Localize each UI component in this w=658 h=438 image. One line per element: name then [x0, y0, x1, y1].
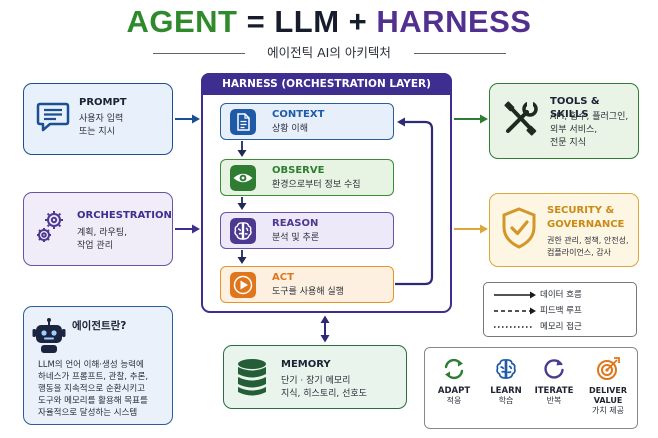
tools-card: TOOLS & SKILLS API, 함수, 플러그인, 외부 서비스, 전문…	[489, 83, 639, 159]
subtitle-rule-right	[414, 53, 506, 54]
legend-box: 데이터 흐름 피드백 루프 메모리 접근	[483, 282, 637, 337]
loop-adapt-label: ADAPT	[437, 386, 471, 396]
arrow-observe-to-reason	[237, 197, 247, 210]
tools-line-3: 전문 지식	[550, 138, 586, 148]
security-card: SECURITY & GOVERNANCE 권한 관리, 정책, 안전성, 컴플…	[489, 193, 639, 267]
arrow-harness-to-security	[454, 224, 488, 234]
step-observe-title: OBSERVE	[272, 165, 325, 176]
arrow-orchestration-to-harness	[175, 224, 200, 234]
robot-icon	[32, 318, 66, 353]
tools-line-1: API, 함수, 플러그인,	[550, 112, 629, 122]
agent-definition-line-5: 자율적으로 달성하는 시스템	[38, 408, 138, 418]
subtitle: 에이전틱 AI의 아키텍처	[267, 45, 391, 60]
loop-item-adapt: ADAPT 적응	[428, 356, 480, 406]
security-title-line-1: SECURITY &	[547, 205, 615, 216]
step-observe: OBSERVE 환경으로부터 정보 수집	[220, 159, 394, 196]
loop-item-iterate: ITERATE 반복	[528, 356, 580, 406]
security-title-line-2: GOVERNANCE	[547, 219, 625, 230]
prompt-title: PROMPT	[79, 97, 127, 108]
title-agent: AGENT	[126, 4, 238, 39]
tools-icon	[504, 101, 538, 136]
target-icon	[597, 357, 620, 380]
cycle-arrows-icon	[444, 358, 464, 380]
prompt-line-1: 사용자 입력	[79, 114, 124, 124]
iterate-arrows-icon	[544, 359, 564, 379]
legend-line-samples	[494, 291, 536, 328]
step-reason-sub: 분석 및 추론	[272, 233, 320, 243]
tools-title: TOOLS & SKILLS	[550, 96, 600, 120]
security-line-1: 권한 관리, 정책, 안전성,	[547, 236, 629, 245]
step-context: CONTEXT 상황 이해	[220, 103, 394, 140]
eye-icon	[230, 165, 256, 191]
agent-definition-line-4: 도구와 메모리를 활용해 목표를	[38, 396, 148, 406]
agent-definition-line-2: 하네스가 프롬프트, 관찰, 추론,	[38, 372, 149, 382]
memory-line-2: 지식, 히스토리, 선호도	[281, 389, 367, 399]
database-icon	[238, 359, 266, 396]
loop-deliver-value-sub: 가치 제공	[592, 406, 624, 415]
memory-line-1: 단기 · 장기 메모리	[281, 376, 351, 386]
loop-learn-sub: 학습	[498, 396, 514, 405]
orchestration-title: ORCHESTRATION	[77, 210, 172, 221]
memory-title: MEMORY	[281, 359, 331, 370]
document-icon	[230, 109, 256, 135]
title-plus: +	[348, 4, 368, 39]
loop-item-learn: LEARN 학습	[480, 356, 532, 406]
loop-learn-label: LEARN	[490, 386, 522, 396]
agent-definition-line-3: 행동을 지속적으로 순환시키고	[38, 384, 146, 394]
agent-definition-title: 에이전트란?	[72, 320, 127, 332]
step-context-title: CONTEXT	[272, 109, 325, 120]
agent-definition-line-1: LLM의 언어 이해·생성 능력에	[38, 360, 144, 370]
arrow-harness-memory	[320, 315, 330, 343]
prompt-card: PROMPT 사용자 입력 또는 지시	[23, 83, 173, 155]
title-harness: HARNESS	[376, 4, 532, 39]
arrow-feedback-loop	[395, 117, 434, 286]
shield-check-icon	[502, 207, 536, 249]
step-act-sub: 도구를 사용해 실행	[272, 287, 344, 297]
subtitle-rule-left	[153, 53, 245, 54]
orchestration-line-2: 작업 관리	[77, 241, 113, 251]
security-line-2: 컴플라이언스, 감사	[547, 248, 611, 257]
step-reason: REASON 분석 및 추론	[220, 212, 394, 249]
step-reason-title: REASON	[272, 218, 319, 229]
main-title: AGENT = LLM + HARNESS	[0, 4, 658, 40]
agent-definition-card: 에이전트란? LLM의 언어 이해·생성 능력에 하네스가 프롬프트, 관찰, …	[23, 306, 173, 425]
arrow-harness-to-tools	[454, 114, 488, 124]
harness-header: HARNESS (ORCHESTRATION LAYER)	[201, 73, 452, 95]
brain-icon	[230, 218, 256, 244]
arrow-prompt-to-harness	[175, 114, 200, 124]
loop-box: ADAPT 적응 LEARN 학습 ITERATE 반복	[424, 347, 638, 429]
loop-iterate-label: ITERATE	[534, 386, 574, 396]
loop-adapt-sub: 적응	[446, 396, 462, 405]
step-act: ACT 도구를 사용해 실행	[220, 266, 394, 303]
step-observe-sub: 환경으로부터 정보 수집	[272, 180, 361, 190]
step-context-sub: 상황 이해	[272, 124, 308, 134]
orchestration-line-1: 계획, 라우팅,	[77, 228, 127, 238]
title-llm: LLM	[274, 4, 340, 39]
legend-memory-access: 메모리 접근	[540, 322, 582, 332]
legend-data-flow: 데이터 흐름	[540, 290, 582, 300]
brain-icon	[496, 359, 516, 379]
play-icon	[230, 272, 256, 298]
loop-deliver-value-label: DELIVER VALUE	[589, 386, 627, 405]
gears-icon	[37, 211, 63, 242]
memory-card: MEMORY 단기 · 장기 메모리 지식, 히스토리, 선호도	[223, 345, 407, 409]
chat-bubble-icon	[36, 102, 70, 132]
legend-feedback-loop: 피드백 루프	[540, 306, 582, 316]
prompt-line-2: 또는 지시	[79, 127, 115, 137]
tools-line-2: 외부 서비스,	[550, 125, 598, 135]
orchestration-card: ORCHESTRATION 계획, 라우팅, 작업 관리	[23, 192, 173, 266]
step-act-title: ACT	[272, 272, 294, 283]
loop-item-deliver-value: DELIVER VALUE 가치 제공	[581, 356, 635, 416]
loop-iterate-sub: 반복	[546, 396, 562, 405]
title-equals: =	[246, 4, 266, 39]
arrow-context-to-observe	[237, 141, 247, 157]
arrow-reason-to-act	[237, 250, 247, 264]
